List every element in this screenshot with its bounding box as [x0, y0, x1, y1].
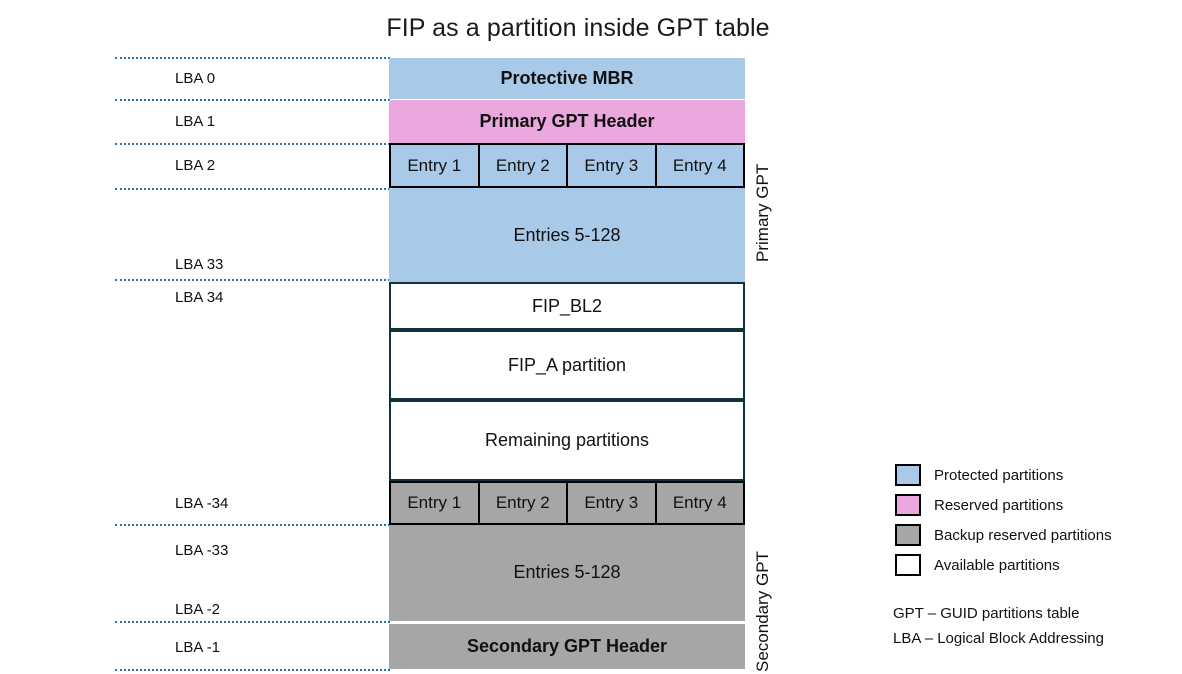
entry-cell: Entry 1: [391, 145, 480, 186]
fip-bl2: FIP_BL2: [389, 282, 745, 330]
guide-line: [115, 143, 390, 145]
secondary-gpt-side-label: Secondary GPT: [753, 551, 772, 672]
legend-item: Protected partitions: [895, 460, 1165, 490]
entry-cell: Entry 3: [568, 483, 657, 523]
legend-item-label: Protected partitions: [934, 466, 1064, 484]
legend-swatch-icon: [895, 524, 921, 546]
entry-cell: Entry 2: [479, 145, 568, 186]
legend-item: Available partitions: [895, 550, 1165, 580]
guide-line: [115, 621, 390, 623]
secondary-gpt-header: Secondary GPT Header: [389, 624, 745, 669]
lba-label: LBA 33: [175, 256, 224, 273]
entries-5-128-primary: Entries 5-128: [389, 188, 745, 282]
lba-label: LBA 0: [175, 70, 216, 87]
page-title: FIP as a partition inside GPT table: [386, 14, 770, 42]
lba-label: LBA -1: [175, 639, 221, 656]
lba-label: LBA -34: [175, 495, 229, 512]
entry-cell: Entry 4: [656, 483, 743, 523]
lba-label: LBA -2: [175, 601, 221, 618]
lba-label: LBA 2: [175, 157, 216, 174]
remaining-partitions: Remaining partitions: [389, 400, 745, 481]
lba-label: LBA 1: [175, 113, 216, 130]
legend-swatch-icon: [895, 554, 921, 576]
lba-label: LBA 34: [175, 289, 224, 306]
legend-note: GPT – GUID partitions table: [893, 605, 1080, 622]
guide-line: [115, 524, 390, 526]
legend-swatch-icon: [895, 494, 921, 516]
guide-line: [115, 669, 390, 671]
guide-line: [115, 57, 390, 59]
primary-gpt-side-label: Primary GPT: [753, 163, 772, 262]
legend-item-label: Reserved partitions: [934, 496, 1064, 514]
guide-line: [115, 279, 390, 281]
legend-item: Reserved partitions: [895, 490, 1165, 520]
legend-swatch-icon: [895, 464, 921, 486]
legend-item-label: Backup reserved partitions: [934, 526, 1112, 544]
legend-item: Backup reserved partitions: [895, 520, 1165, 550]
entry-cell: Entry 4: [656, 145, 743, 186]
entries-5-128-secondary: Entries 5-128: [389, 524, 745, 621]
lba-label: LBA -33: [175, 542, 229, 559]
entry-cell: Entry 2: [479, 483, 568, 523]
primary-gpt-header: Primary GPT Header: [389, 100, 745, 143]
guide-line: [115, 188, 390, 190]
fip-a-partition: FIP_A partition: [389, 330, 745, 400]
protective-mbr: Protective MBR: [389, 58, 745, 99]
legend-note: LBA – Logical Block Addressing: [893, 630, 1104, 647]
guide-line: [115, 99, 390, 101]
entry-cell: Entry 1: [391, 483, 480, 523]
legend-item-label: Available partitions: [934, 556, 1060, 574]
entry-cell: Entry 3: [568, 145, 657, 186]
